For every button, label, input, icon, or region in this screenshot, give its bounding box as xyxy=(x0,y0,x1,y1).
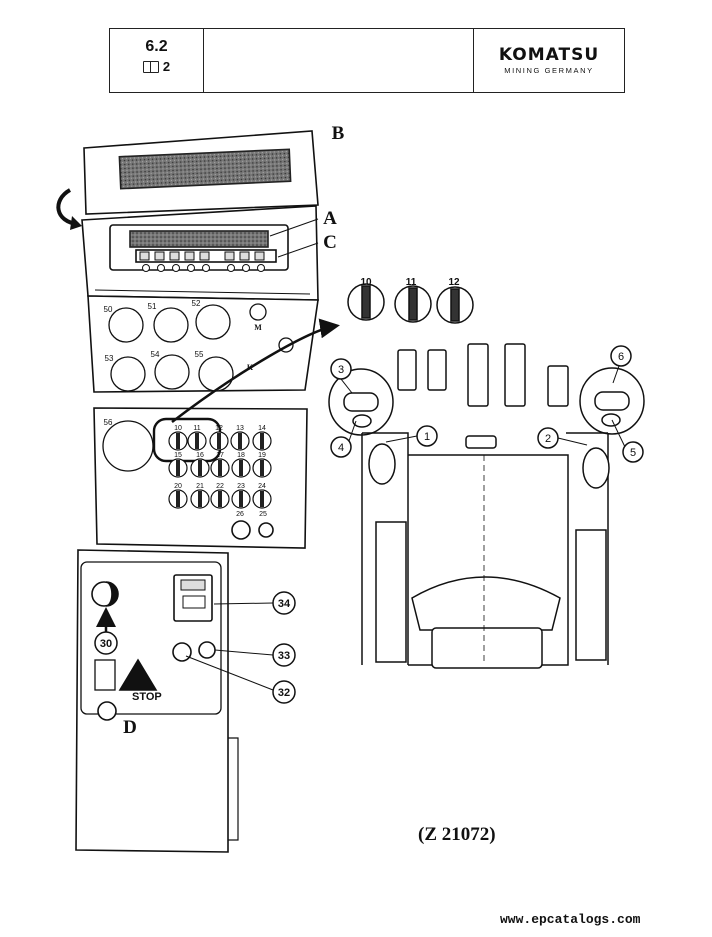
switch-number-19: 19 xyxy=(258,452,266,459)
toggle-lever-13 xyxy=(238,433,242,449)
letter-c: C xyxy=(323,232,337,253)
book-icon xyxy=(142,61,159,73)
toggle-lever-23 xyxy=(239,491,243,507)
callout-1: 1 xyxy=(424,431,430,443)
letter-b: B xyxy=(332,123,345,144)
page-number-row: 2 xyxy=(110,59,203,74)
gauge-number-52: 52 xyxy=(192,299,201,308)
callout-30: 30 xyxy=(100,638,112,650)
brand-subtitle: MINING GERMANY xyxy=(504,66,594,75)
display-module xyxy=(81,205,319,301)
switch-number-17: 17 xyxy=(216,452,224,459)
switch-number-24: 24 xyxy=(258,483,266,490)
toggle-lever-24 xyxy=(260,491,264,507)
watermark: www.epcatalogs.com xyxy=(500,912,641,927)
callout-leaders xyxy=(185,218,626,691)
rotate-arrow-head xyxy=(70,216,82,230)
detail-switches xyxy=(347,283,474,324)
gauge-number-50: 50 xyxy=(104,305,113,314)
gauge-number-53: 53 xyxy=(105,354,114,363)
letter-m: M xyxy=(254,323,262,332)
callout-32: 32 xyxy=(278,687,290,699)
display-button-markers xyxy=(142,264,265,272)
toggle-lever-16 xyxy=(198,460,202,476)
switch-number-25: 25 xyxy=(259,511,267,518)
switch-number-20: 20 xyxy=(174,483,182,490)
letter-k: K xyxy=(247,363,254,372)
page-number: 2 xyxy=(162,59,171,74)
toggle-lever-14 xyxy=(260,433,264,449)
section-number: 6.2 xyxy=(145,38,168,55)
rotate-arrow-icon xyxy=(56,188,79,226)
callout-33: 33 xyxy=(278,650,290,662)
switch-number-21: 21 xyxy=(196,483,204,490)
toggle-lever-18 xyxy=(239,460,243,476)
stop-label: STOP xyxy=(132,691,162,703)
section-cell: 6.2 2 xyxy=(110,29,204,92)
callout-circles xyxy=(94,345,644,704)
figure-reference: (Z 21072) xyxy=(418,824,496,845)
detail-switch-number-12: 12 xyxy=(448,277,460,288)
switch-number-16: 16 xyxy=(196,452,204,459)
letter-a: A xyxy=(323,208,337,229)
operator-seat xyxy=(328,343,645,669)
title-cell xyxy=(204,29,474,92)
detail-switch-number-10: 10 xyxy=(360,277,372,288)
gauges-panel xyxy=(87,289,319,393)
brand-cell: KOMATSU MINING GERMANY xyxy=(474,29,624,92)
toggle-lever-20 xyxy=(176,491,180,507)
callout-5: 5 xyxy=(630,447,636,459)
gauge-number-56: 56 xyxy=(104,418,113,427)
callout-6: 6 xyxy=(618,351,624,363)
callout-34: 34 xyxy=(278,598,291,610)
toggle-lever-12 xyxy=(217,433,221,449)
callout-3: 3 xyxy=(338,364,344,376)
switch-number-11: 11 xyxy=(193,425,200,432)
detail-switch-number-11: 11 xyxy=(406,277,417,288)
switch-number-23: 23 xyxy=(237,483,245,490)
switch-number-10: 10 xyxy=(174,425,182,432)
toggle-lever-10 xyxy=(176,433,180,449)
letter-d: D xyxy=(123,717,137,738)
switch-number-15: 15 xyxy=(174,452,182,459)
switch-number-26: 26 xyxy=(236,511,244,518)
toggle-lever-22 xyxy=(218,491,222,507)
toggle-lever-21 xyxy=(198,491,202,507)
brand-logo: KOMATSU xyxy=(498,45,600,65)
switch-number-18: 18 xyxy=(237,452,245,459)
gauge-circles xyxy=(108,303,294,392)
switch-number-13: 13 xyxy=(236,425,244,432)
switch-number-14: 14 xyxy=(258,425,266,432)
switch-number-12: 12 xyxy=(215,425,223,432)
callout-4: 4 xyxy=(338,442,344,454)
display-buttons xyxy=(139,251,265,261)
toggle-lever-11 xyxy=(195,433,199,449)
gauge-number-55: 55 xyxy=(195,350,204,359)
toggle-lever-17 xyxy=(218,460,222,476)
detail-arrow xyxy=(171,318,340,423)
switch-number-22: 22 xyxy=(216,483,224,490)
header-box: 6.2 2 KOMATSU MINING GERMANY xyxy=(109,28,625,93)
toggle-lever-15 xyxy=(176,460,180,476)
gauge-number-51: 51 xyxy=(148,302,157,311)
upper-display-panel xyxy=(83,130,319,215)
gauge-number-54: 54 xyxy=(151,350,160,359)
callout-2: 2 xyxy=(545,433,551,445)
toggle-lever-19 xyxy=(260,460,264,476)
